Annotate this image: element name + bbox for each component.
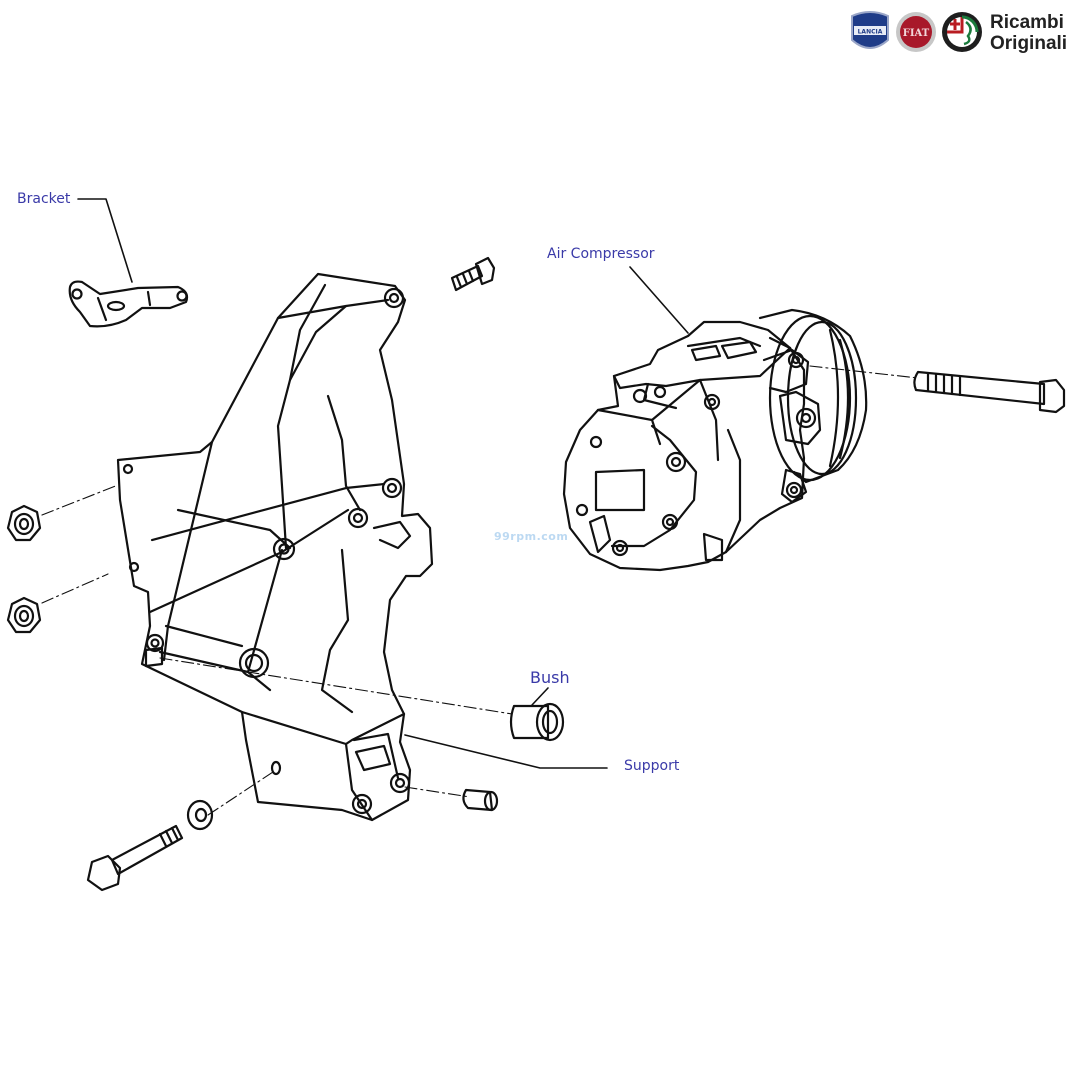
- fiat-logo: FIAT: [896, 12, 936, 52]
- axis-lines: [41, 365, 919, 816]
- compressor-bolt: [913, 370, 1066, 414]
- brand-line-2: Originali: [990, 33, 1068, 54]
- lancia-logo: LANCIA: [851, 11, 889, 49]
- top-bolt: [450, 256, 496, 292]
- callout-bush: Bush: [530, 668, 570, 687]
- brand-wordmark: Ricambi Originali: [990, 12, 1067, 54]
- brand-logo-group: LANCIA FIAT: [851, 11, 982, 52]
- bracket-leader: [77, 198, 133, 283]
- brand-line-1: Ricambi: [990, 12, 1064, 33]
- site-watermark: 99rpm.com: [494, 530, 569, 543]
- svg-text:LANCIA: LANCIA: [858, 29, 883, 36]
- air-compressor-leader: [629, 266, 689, 334]
- lower-bolt: [86, 824, 184, 892]
- bush-leader: [531, 687, 549, 706]
- svg-text:FIAT: FIAT: [903, 28, 930, 39]
- callout-air-compressor: Air Compressor: [547, 246, 655, 262]
- small-sleeve: [462, 788, 499, 812]
- bush-part: [509, 702, 565, 742]
- callout-bracket: Bracket: [17, 191, 71, 207]
- nut-lower: [6, 596, 42, 634]
- support-leader: [404, 734, 608, 769]
- nut-upper: [6, 504, 42, 542]
- air-compressor-part: [562, 308, 868, 572]
- alfa-romeo-logo: [942, 12, 982, 52]
- washer-part: [186, 799, 214, 831]
- leader-lines: [77, 198, 689, 769]
- support-casting: [116, 272, 434, 822]
- bracket-part: [68, 280, 189, 328]
- callout-support: Support: [624, 758, 680, 774]
